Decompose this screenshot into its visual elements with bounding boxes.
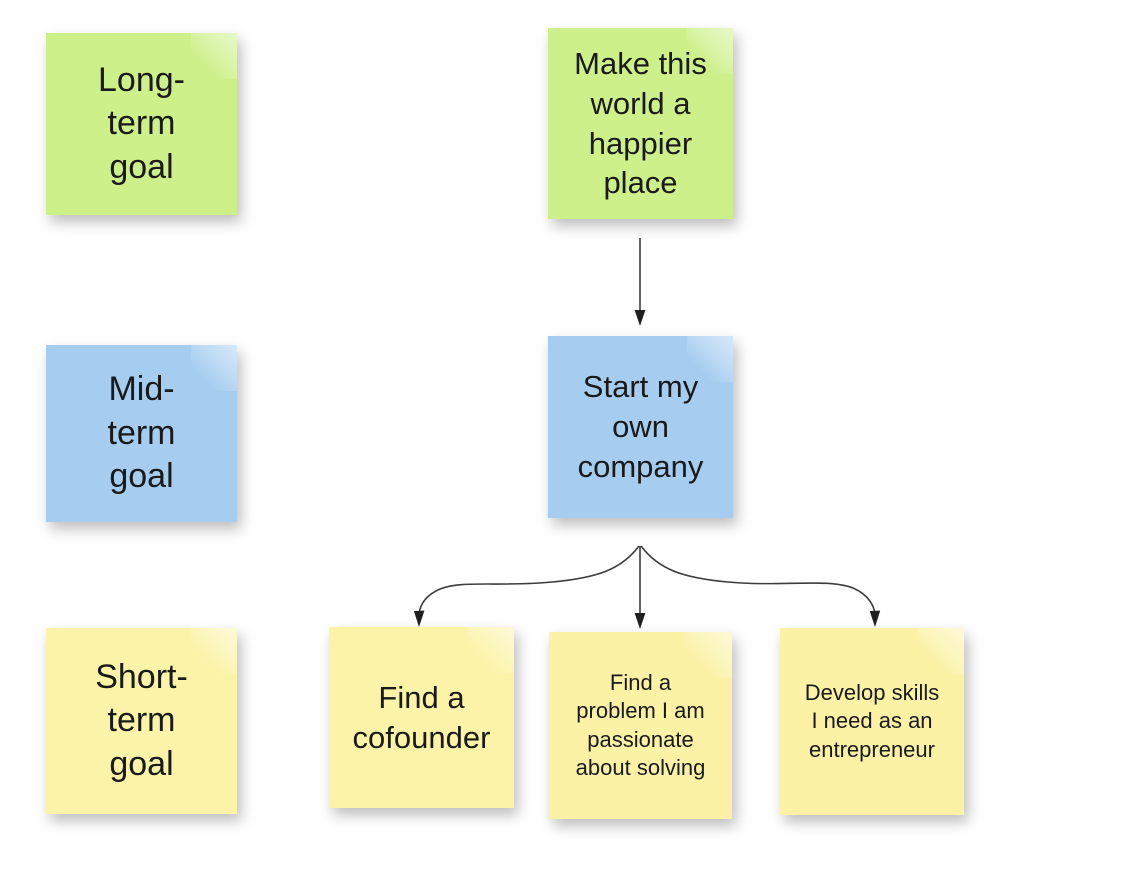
- note-vision[interactable]: Make this world a happier place: [548, 28, 733, 219]
- arrow-company-to-skills: [640, 545, 881, 627]
- label-note-mid-term-text: Mid- term goal: [107, 370, 176, 496]
- label-note-short-term-text: Short- term goal: [95, 657, 188, 783]
- arrow-company-to-problem: [634, 546, 646, 629]
- note-cofounder[interactable]: Find a cofounder: [329, 627, 514, 808]
- label-note-short-term[interactable]: Short- term goal: [46, 628, 237, 814]
- arrow-company-to-cofounder: [413, 545, 640, 627]
- label-note-long-term-text: Long- term goal: [98, 60, 185, 186]
- note-cofounder-text: Find a cofounder: [352, 679, 491, 755]
- note-company[interactable]: Start my own company: [548, 336, 733, 518]
- note-problem[interactable]: Find a problem I am passionate about sol…: [549, 632, 732, 819]
- note-skills-text: Develop skills I need as an entrepreneur: [804, 680, 940, 762]
- note-vision-text: Make this world a happier place: [574, 46, 707, 201]
- arrow-vision-to-company: [634, 238, 646, 326]
- note-skills[interactable]: Develop skills I need as an entrepreneur: [780, 628, 964, 815]
- note-problem-text: Find a problem I am passionate about sol…: [575, 670, 706, 780]
- note-company-text: Start my own company: [577, 369, 704, 484]
- label-note-mid-term[interactable]: Mid- term goal: [46, 345, 237, 522]
- label-note-long-term[interactable]: Long- term goal: [46, 33, 237, 215]
